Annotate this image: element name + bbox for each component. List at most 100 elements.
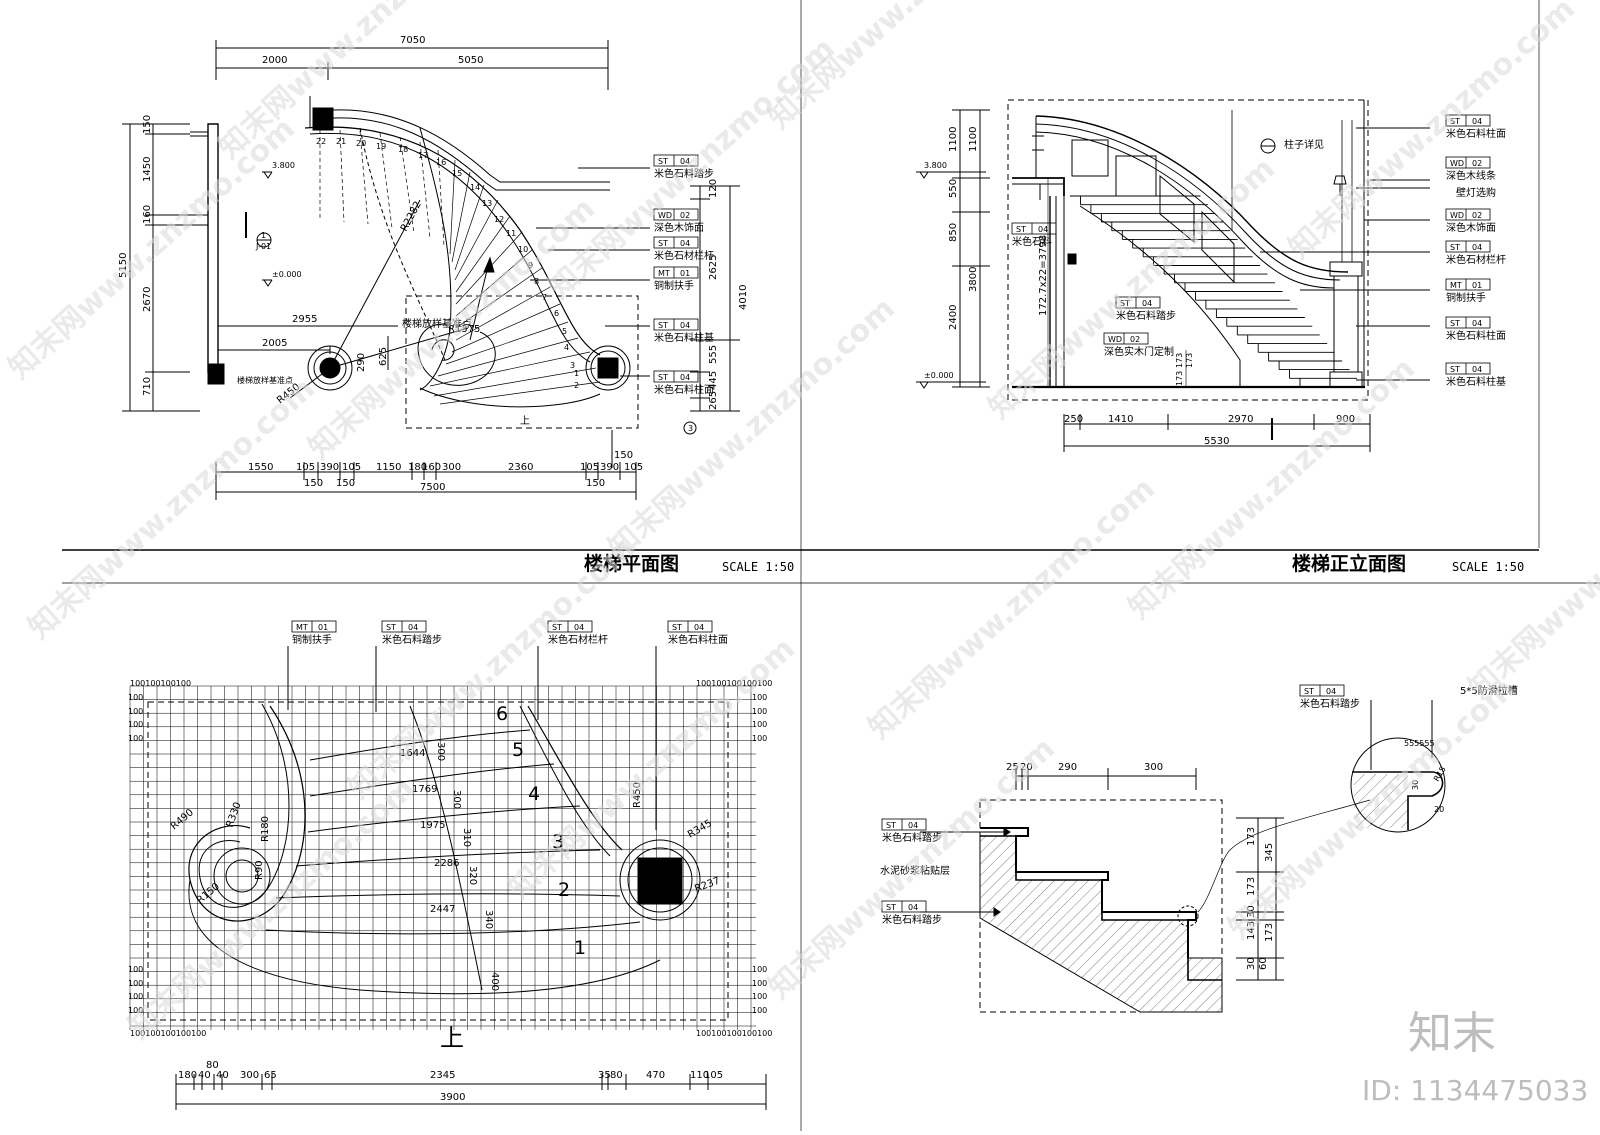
tag-box [667,620,713,633]
tag-text: 米色石料柱基 [1446,375,1506,388]
elev-note-right-2: 壁灯选购 [1456,186,1496,199]
detail-dim-top-0: 25 [1006,762,1019,773]
tag-text: 米色石材栏杆 [1446,253,1506,266]
grid-label-right-top-2: 100 [752,720,767,729]
tread-dim-0: 300 [435,742,446,761]
detail-zoom-note: 5*5防滑拉槽 [1460,684,1518,697]
grid-label-left-bottom-1: 100 [128,979,143,988]
grid-label-left-bottom-0: 100 [128,965,143,974]
grid-radius-3: R150 [195,881,222,906]
detail-dim-right-0: 173 [1246,827,1257,846]
tag-text: 米色石料 [1012,235,1052,248]
dim-bottom-8: 2360 [508,462,533,473]
grid-dim-bottom-7: 35 [598,1070,611,1081]
tag-text: 铜制扶手 [654,279,694,292]
grid-step-number-1: 1 [574,937,586,959]
tag-number: 04 [408,623,418,632]
chord-dim-3: 2286 [434,858,459,869]
tag-code: ST [552,623,562,632]
tag-number: 04 [1472,365,1482,374]
grid-label-left-top-0: 100 [128,693,143,702]
dim-bottom-16: 7500 [420,482,445,493]
grid-step-number-4: 4 [528,783,540,805]
grid-label-right-top-0: 100 [752,693,767,702]
section-mark-num: 1 [261,231,266,240]
dim-inner-2005: 2005 [262,338,287,349]
brand-mark: 知末 ID: 1134475033 [1362,1008,1588,1107]
radius-1375: R1375 [448,324,480,335]
tag-code: ST [1016,225,1026,234]
tag-box [881,900,927,913]
tag-box [1445,316,1491,329]
tag-number: 04 [908,903,918,912]
detail-zoom-dim-20: 20 [1434,805,1444,814]
tag-number: 02 [680,211,690,220]
elevation-title: 楼梯正立面图 [1292,552,1406,575]
tread-dim-4: 340 [483,910,494,929]
grid-label-top-left: 100100100100 [130,679,191,688]
elev-dim-left-inner: 1100 [968,127,979,152]
tag-number: 04 [694,623,704,632]
watermark-7: 知末网www.znzmo.com [862,471,1162,746]
elevation-mark: 3 [688,424,693,433]
section-mark-sheet: J-01 [255,242,271,251]
tag-text: 米色石料踏步 [382,633,442,646]
grid-dim-bottom-12: 3900 [440,1092,465,1103]
detail-dim-top-2: 290 [1058,762,1077,773]
tag-text: 米色石料柱面 [668,633,728,646]
tag-number: 01 [318,623,328,632]
dim-bottom-4: 1150 [376,462,401,473]
dim-top-total: 7050 [400,35,425,46]
dim-right-3: 555 [708,345,719,364]
step-number-22: 22 [316,137,326,146]
dim-bottom-13: 150 [336,478,355,489]
grid-label-left-bottom-3: 100 [128,1006,143,1015]
tread-dim-3: 320 [467,866,478,885]
dim-right-2: 4010 [738,285,749,310]
elev-dim-bottom-0: 250 [1064,414,1083,425]
tag-text: 米色石料柱面 [1446,329,1506,342]
dim-bottom-9: 105 [580,462,599,473]
step-number-5: 5 [562,327,567,336]
elev-dim-left-2: 850 [948,223,959,242]
watermark-10: 知末网www.znzmo.com [1122,351,1422,626]
tag-code: ST [658,157,668,166]
tag-box [653,208,699,221]
tag-number: 04 [680,239,690,248]
tag-number: 04 [1142,299,1152,308]
tag-code: MT [296,623,308,632]
tag-box [547,620,593,633]
grid-label-left-top-1: 100 [128,707,143,716]
grid-radius-6: R345 [686,818,714,841]
step-section-detail [920,700,1446,1013]
dim-bottom-14: 150 [586,478,605,489]
grid-radius-0: R490 [169,807,196,832]
grid-label-right-bottom-0: 100 [752,965,767,974]
tag-text: 米色石料柱面 [1446,127,1506,140]
tag-code: ST [1450,243,1460,252]
tag-text: 米色石材栏杆 [548,633,608,646]
dim-top-left: 2000 [262,55,287,66]
stair-plan [122,40,740,500]
step-number-10: 10 [518,245,528,254]
grid-radius-4: R90 [254,860,265,880]
elev-dim-left-0: 1100 [948,127,959,152]
tag-text: 米色石材栏杆 [654,249,714,262]
elev-level-upper: 3.800 [924,161,947,170]
chord-dim-1: 1769 [412,784,437,795]
watermark-11: 知末网www.znzmo.com [342,531,642,806]
stair-grid-shapes [147,646,729,1021]
tag-box [1299,684,1345,697]
detail-zoom-dim-30: 30 [1411,780,1420,790]
step-number-15: 15 [452,169,462,178]
step-number-20: 20 [356,139,366,148]
plan-scale: SCALE 1:50 [722,560,794,574]
